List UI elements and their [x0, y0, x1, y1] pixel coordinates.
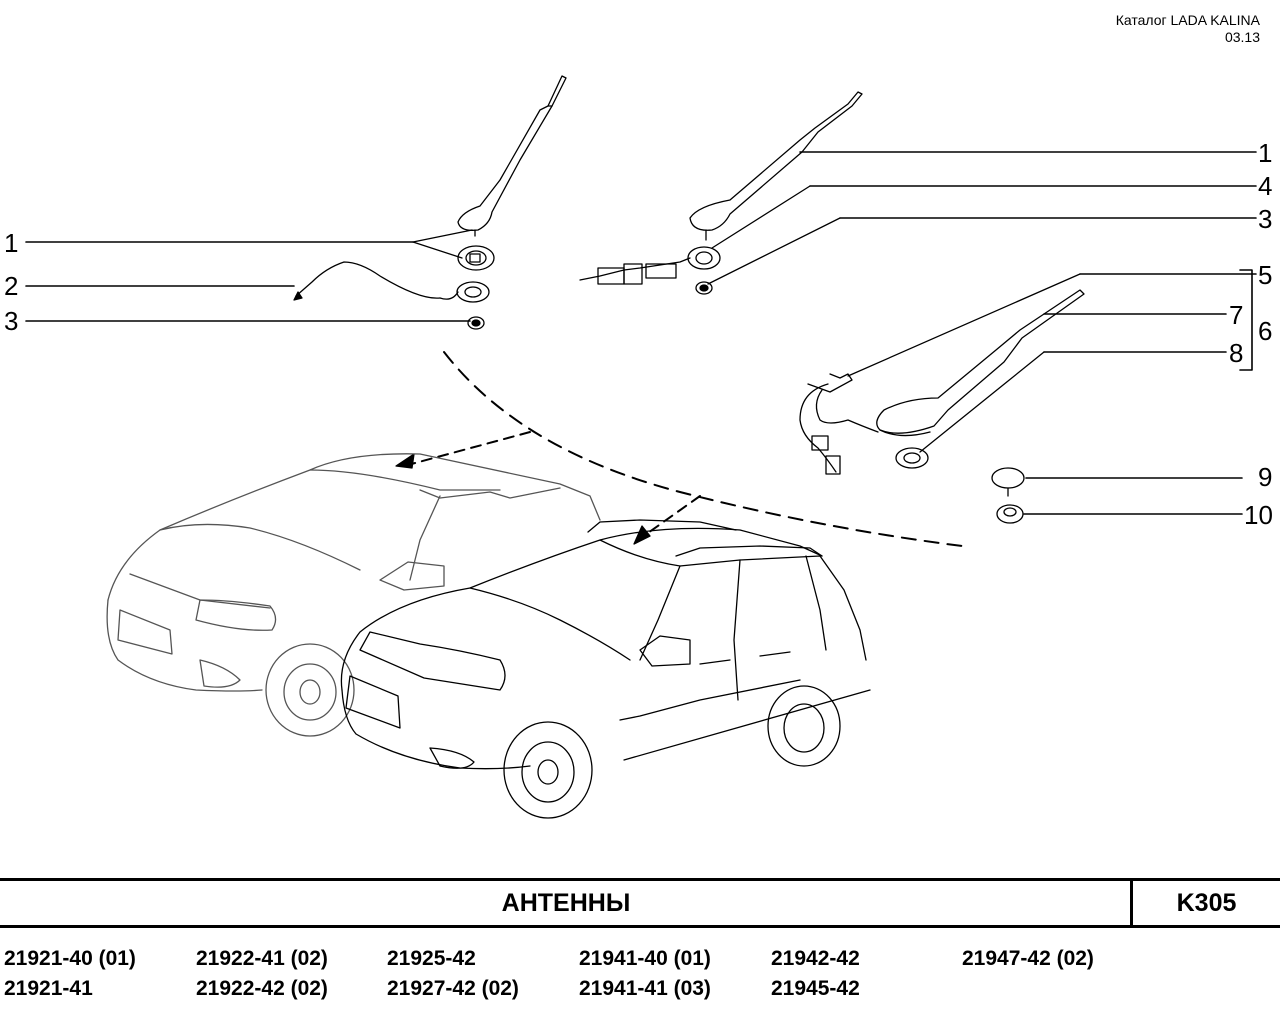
callout-left-3: 3	[4, 306, 19, 336]
callout-right-6: 6	[1258, 316, 1273, 346]
callout-right-1: 1	[1258, 138, 1273, 168]
catalog-header: Каталог LADA KALINA 03.13	[1116, 12, 1260, 46]
title-divider	[1130, 881, 1133, 925]
callout-right-4: 4	[1258, 171, 1273, 201]
right-antenna-assembly-2	[799, 289, 1085, 524]
model-code: 21941-40 (01)	[579, 947, 711, 970]
right-antenna-assembly	[579, 91, 863, 295]
callout-right-10: 10	[1244, 500, 1273, 530]
title-bar: АНТЕННЫ K305	[0, 878, 1280, 928]
model-code: 21942-42	[771, 947, 860, 970]
model-code: 21945-42	[771, 977, 860, 1000]
callout-right-7: 7	[1229, 300, 1244, 330]
model-code: 21941-41 (03)	[579, 977, 711, 1000]
callout-right-3: 3	[1258, 204, 1273, 234]
model-column: 21947-42 (02)	[962, 944, 1094, 974]
section-code: K305	[1176, 889, 1237, 917]
model-code: 21927-42 (02)	[387, 977, 519, 1000]
model-column: 21942-42 21945-42	[771, 944, 860, 1004]
model-code: 21925-42	[387, 947, 476, 970]
callout-left-2: 2	[4, 271, 19, 301]
section-title: АНТЕННЫ	[501, 889, 631, 917]
model-column: 21921-40 (01) 21921-41	[4, 944, 136, 1004]
left-antenna-assembly	[293, 75, 567, 330]
rear-car-illustration	[106, 453, 601, 737]
model-code: 21947-42 (02)	[962, 947, 1094, 970]
model-column: 21922-41 (02) 21922-42 (02)	[196, 944, 328, 1004]
model-code: 21921-41	[4, 977, 93, 1000]
callout-right-5: 5	[1258, 260, 1273, 290]
front-car-illustration	[340, 519, 871, 819]
model-code: 21922-41 (02)	[196, 947, 328, 970]
model-column: 21941-40 (01) 21941-41 (03)	[579, 944, 711, 1004]
catalog-name: Каталог LADA KALINA	[1115, 12, 1260, 28]
catalog-date: 03.13	[1224, 29, 1260, 45]
model-code: 21921-40 (01)	[4, 947, 136, 970]
callout-right-9: 9	[1258, 462, 1273, 492]
model-column: 21925-42 21927-42 (02)	[387, 944, 519, 1004]
callout-right-8: 8	[1229, 338, 1244, 368]
antenna-diagram	[25, 75, 1257, 819]
model-code: 21922-42 (02)	[196, 977, 328, 1000]
callout-left-1: 1	[4, 228, 19, 258]
